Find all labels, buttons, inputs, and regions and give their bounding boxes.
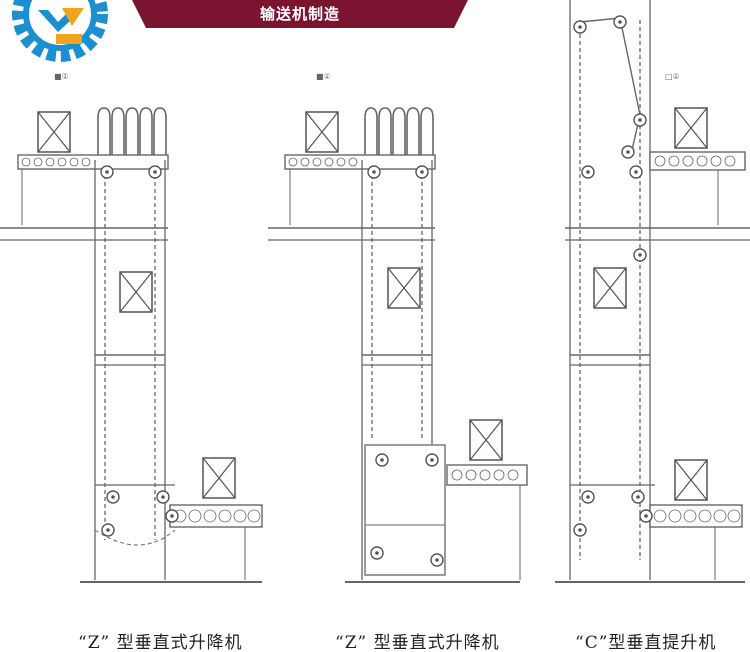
- view-tag-1: ■①: [54, 72, 69, 81]
- conveyor-elevator-diagrams: [0, 0, 750, 583]
- caption-z-type-2: “Z” 型垂直式升降机: [335, 633, 500, 652]
- gear-logo-icon: [12, 0, 108, 62]
- view-tag-3: □①: [665, 72, 680, 81]
- view-tag-2: ■①: [316, 72, 331, 81]
- caption-c-type: “C”型垂直提升机: [575, 633, 717, 652]
- diagram-c-type: [555, 0, 750, 583]
- caption-z-type-1: “Z” 型垂直式升降机: [78, 633, 243, 652]
- banner-title: 输送机制造: [259, 5, 340, 23]
- diagram-z-type-2: [268, 107, 528, 583]
- company-logo: [0, 0, 125, 62]
- title-banner: 输送机制造: [132, 0, 468, 28]
- diagram-z-type-1: [0, 107, 263, 583]
